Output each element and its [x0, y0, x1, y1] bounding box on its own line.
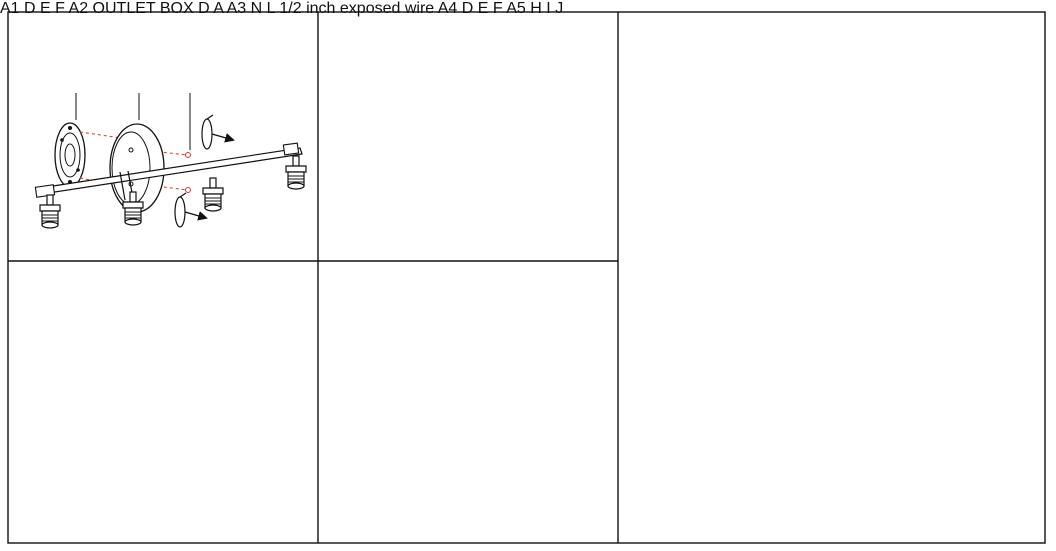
outlet-box-label-line1: OUTLET	[92, 0, 156, 17]
strip-unit: inch	[306, 0, 336, 17]
panel-title-a3: A3	[226, 0, 247, 17]
panel-title-a2: A2	[68, 0, 89, 17]
panel-title-a4: A4	[437, 0, 458, 17]
label-d: D	[198, 0, 210, 17]
label-e: E	[40, 0, 51, 17]
panel-title-a1: A1	[0, 0, 20, 17]
mounting-plate-d	[54, 122, 86, 188]
panel-grid	[7, 11, 1046, 544]
label-d: D	[461, 0, 474, 17]
label-e: E	[477, 0, 489, 17]
strip-caption: exposed wire	[339, 0, 435, 17]
label-j: J	[555, 0, 564, 17]
label-a: A	[213, 0, 223, 17]
label-i: I	[546, 0, 551, 17]
neutral-symbol-letter: N	[250, 0, 263, 17]
label-d: D	[24, 0, 36, 17]
panel-title-a5: A5	[506, 0, 526, 17]
label-f: F	[55, 0, 65, 17]
label-f: F	[492, 0, 503, 17]
strip-fraction: 1/2	[279, 0, 302, 17]
panel-a1-diagram	[34, 93, 307, 229]
label-h: H	[530, 0, 542, 17]
fixture-bar	[34, 142, 303, 201]
live-symbol-letter: L	[266, 0, 275, 17]
canopy-e	[109, 123, 165, 213]
outlet-box-label-line2: BOX	[159, 0, 194, 17]
